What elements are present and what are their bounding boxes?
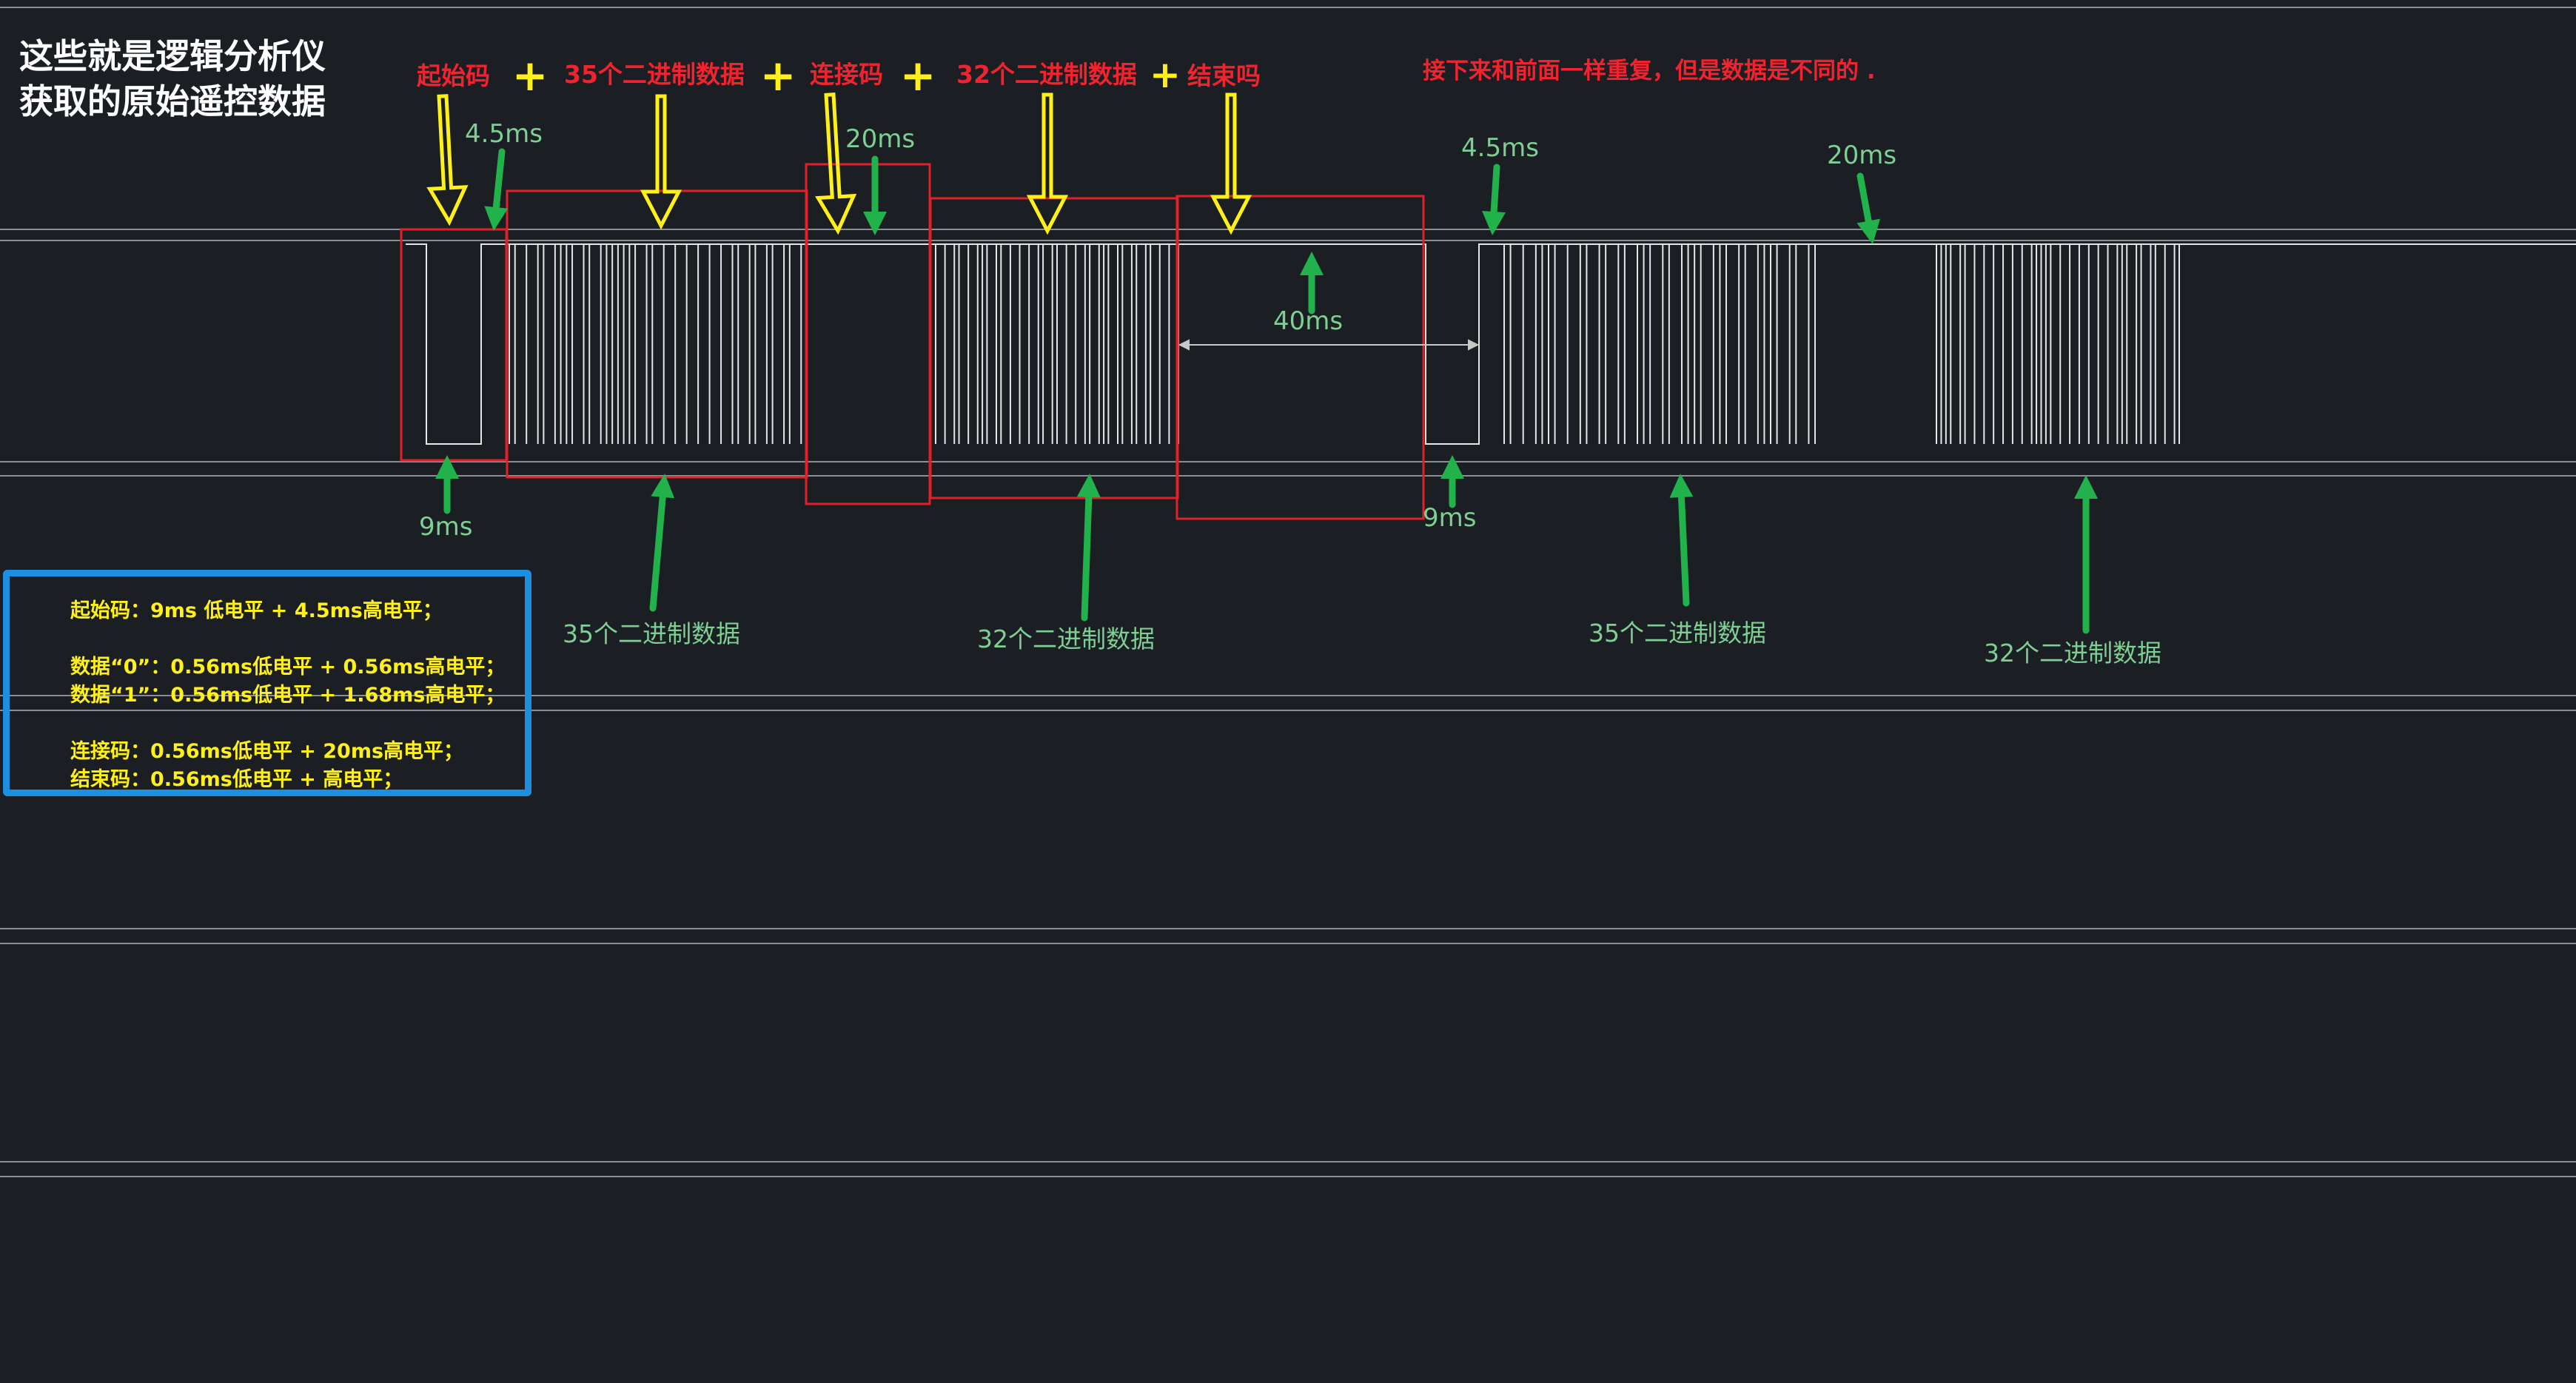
legend-spacer [70,625,525,653]
label-data35: 35个二进制数据 [564,60,745,89]
label-start-code: 起始码 [417,61,490,90]
label-end-code: 结束吗 [1187,61,1261,90]
label-data35-bottom-second: 35个二进制数据 [1589,619,1766,647]
label-repeat-note: 接下来和前面一样重复，但是数据是不同的 . [1423,58,1876,84]
box-start-code [400,228,508,462]
timing-9ms-first: 9ms [419,512,472,542]
timing-4-5ms-second: 4.5ms [1461,133,1539,163]
arrow-4-5ms-first [484,148,509,231]
page-title-line2: 获取的原始遥控数据 [19,81,326,121]
arrow-end-code [1210,92,1252,235]
timing-20ms-second: 20ms [1827,141,1896,170]
legend-data-one: 数据“1”：0.56ms低电平 + 1.68ms高电平； [70,684,506,707]
arrow-9ms-first [435,455,459,514]
plus-sign-3: + [900,50,936,101]
green-arrows [435,148,2098,634]
arrow-20ms-first [863,155,887,235]
arrow-data35-bottom-second [1669,474,1694,607]
ir-signal-waveform [406,243,2576,445]
arrow-data32 [1026,92,1069,235]
signal-trace [406,243,2576,445]
label-data32-bottom-second: 32个二进制数据 [1984,639,2161,667]
yellow-arrows [426,92,1252,235]
box-end-code [1175,195,1425,520]
box-data32 [929,197,1179,499]
arrow-data32-bottom-second [2074,475,2098,634]
legend-data-zero: 数据“0”：0.56ms低电平 + 0.56ms高电平； [70,656,506,679]
label-data35-bottom-first: 35个二进制数据 [563,619,740,648]
timing-20ms-first: 20ms [845,124,915,154]
label-data32-bottom-first: 32个二进制数据 [977,625,1155,653]
label-link-code: 连接码 [810,60,883,89]
plus-sign-1: + [512,50,549,101]
arrow-data32-bottom-first [1076,474,1101,622]
page-title-line1: 这些就是逻辑分析仪 [19,36,326,76]
arrow-start-code [426,94,469,226]
arrow-4-5ms-second [1482,164,1506,235]
plus-sign-4: + [1150,53,1181,96]
dimension-40ms [1178,339,1480,351]
legend-end-code: 结束码：0.56ms低电平 + 高电平； [70,768,403,791]
legend-spacer [70,710,525,738]
arrow-20ms-second [1856,172,1880,244]
arrow-40ms [1300,252,1324,314]
plus-sign-2: + [760,50,796,101]
label-data32: 32个二进制数据 [956,60,1137,89]
arrow-link-code [815,92,857,235]
legend-start-code: 起始码：9ms 低电平 + 4.5ms高电平； [70,599,443,622]
timing-9ms-second: 9ms [1423,503,1476,533]
arrow-9ms-second [1440,455,1464,508]
legend-link-code: 连接码：0.56ms低电平 + 20ms高电平； [70,740,464,763]
segment-boxes [400,163,1425,520]
timing-legend: 起始码：9ms 低电平 + 4.5ms高电平； 数据“0”：0.56ms低电平 … [3,570,531,796]
arrow-data35 [640,94,682,230]
arrow-data35-bottom-first [649,474,675,612]
box-data35 [506,189,808,479]
timing-40ms: 40ms [1273,306,1343,336]
timing-4-5ms-first: 4.5ms [465,119,543,149]
